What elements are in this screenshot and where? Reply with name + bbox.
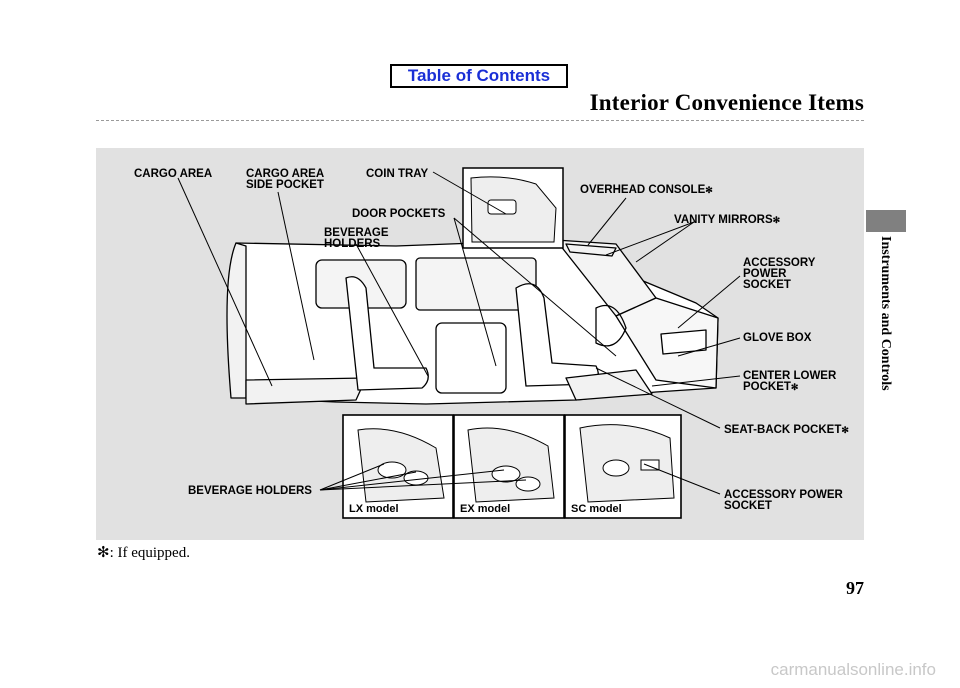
glove-box bbox=[660, 329, 707, 355]
beverage-holders-label-line1: BEVERAGE bbox=[324, 227, 389, 239]
center-lower-pocket-label-text: POCKET bbox=[743, 381, 791, 393]
if-equipped-asterisk: ✻ bbox=[841, 425, 849, 435]
beverage-holders-label-line2: HOLDERS bbox=[324, 238, 381, 250]
door-pockets-label: DOOR POCKETS bbox=[352, 208, 446, 220]
title-divider bbox=[96, 120, 864, 121]
sc-model-label: SC model bbox=[571, 503, 622, 515]
interior-illustration: CARGO AREA CARGO AREA SIDE POCKET COIN T… bbox=[96, 148, 864, 540]
cargo-side-pocket-label-line2: SIDE POCKET bbox=[246, 179, 324, 191]
overhead-console bbox=[565, 243, 617, 257]
if-equipped-asterisk: ✻ bbox=[705, 185, 713, 195]
cargo-door bbox=[226, 242, 247, 399]
vehicle-interior-drawing bbox=[177, 167, 741, 519]
beverage-holders-bottom-label: BEVERAGE HOLDERS bbox=[188, 485, 312, 497]
cargo-area-label: CARGO AREA bbox=[134, 168, 213, 180]
table-of-contents-button[interactable]: Table of Contents bbox=[390, 64, 568, 88]
cargo-floor-tray bbox=[245, 377, 367, 405]
accessory-power-socket-label-line1: ACCESSORY bbox=[743, 257, 816, 269]
overhead-console-label-text: OVERHEAD CONSOLE bbox=[580, 184, 706, 196]
cargo-side-pocket-label-line1: CARGO AREA bbox=[246, 168, 325, 180]
page-title: Interior Convenience Items bbox=[589, 90, 864, 115]
accessory-power-socket-bottom-label-line1: ACCESSORY POWER bbox=[724, 489, 843, 501]
if-equipped-asterisk: ✻ bbox=[790, 382, 799, 392]
side-window bbox=[415, 257, 537, 311]
center-lower-pocket-label-line2: POCKET✻ bbox=[743, 381, 798, 393]
glove-box-label: GLOVE BOX bbox=[743, 332, 812, 344]
accessory-power-socket-label-line2: POWER bbox=[743, 268, 787, 280]
section-tab-marker bbox=[866, 210, 906, 232]
lx-model-label: LX model bbox=[349, 503, 399, 515]
if-equipped-asterisk: ✻ bbox=[772, 215, 781, 225]
center-console bbox=[565, 369, 653, 401]
section-tab-label: Instruments and Controls bbox=[878, 236, 893, 391]
watermark: carmanualsonline.info bbox=[770, 660, 936, 679]
accessory-power-socket-bottom-label-line2: SOCKET bbox=[724, 500, 772, 512]
overhead-console-label: OVERHEAD CONSOLE✻ bbox=[580, 184, 713, 196]
coin-tray-label: COIN TRAY bbox=[366, 168, 429, 180]
page-number: 97 bbox=[846, 578, 864, 598]
ex-model-label: EX model bbox=[460, 503, 511, 515]
door-panel bbox=[435, 322, 507, 394]
center-lower-pocket-label-line1: CENTER LOWER bbox=[743, 370, 837, 382]
rear-seat bbox=[345, 276, 429, 391]
vanity-mirrors-label: VANITY MIRRORS✻ bbox=[674, 214, 780, 226]
if-equipped-footnote: ✻: If equipped. bbox=[97, 545, 190, 561]
vanity-mirrors-label-text: VANITY MIRRORS bbox=[674, 214, 773, 226]
seat-back-pocket-label: SEAT-BACK POCKET✻ bbox=[724, 424, 849, 436]
accessory-power-socket-label-line3: SOCKET bbox=[743, 279, 791, 291]
seat-back-pocket-label-text: SEAT-BACK POCKET bbox=[724, 424, 842, 436]
